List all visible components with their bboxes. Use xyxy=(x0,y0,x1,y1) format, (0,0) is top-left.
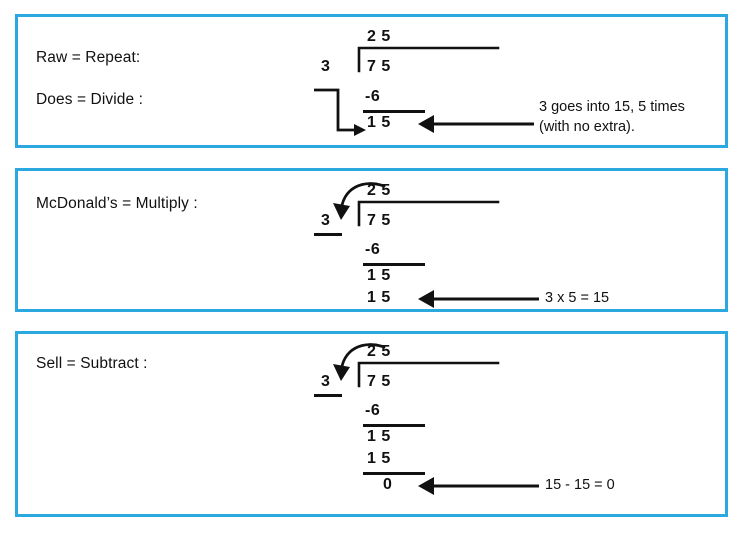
panel-2-product: 1 5 xyxy=(367,289,391,306)
panel-1-quotient: 2 5 xyxy=(367,28,391,45)
panel-1-division-bracket xyxy=(338,23,518,88)
panel-3-curved-multiply-arrow xyxy=(330,334,400,393)
panel-multiply: McDonald’s = Multiply : 2 5 3 7 5 -6 1 5… xyxy=(15,168,728,312)
panel-2-subtraction-rule xyxy=(363,263,425,266)
panel-3-dividend: 7 5 xyxy=(367,373,391,390)
panel-1-label-repeat: Raw = Repeat: xyxy=(36,49,141,66)
panel-2-note: 3 x 5 = 15 xyxy=(545,290,610,306)
panel-1-subtraction-rule xyxy=(363,110,425,113)
panel-2-remainder: 1 5 xyxy=(367,267,391,284)
panel-3-subtraction-rule-2 xyxy=(363,472,425,475)
panel-2-curved-multiply-arrow xyxy=(330,173,400,232)
panel-3-division-bracket xyxy=(338,338,518,403)
panel-2-label: McDonald’s = Multiply : xyxy=(36,195,198,212)
panel-3-remainder: 1 5 xyxy=(367,428,391,445)
panel-1-note: 3 goes into 15, 5 times (with no extra). xyxy=(539,99,685,135)
panel-3-callout-arrow xyxy=(416,473,541,504)
panel-2-subtrahend: -6 xyxy=(365,241,381,258)
panel-2-divisor: 3 xyxy=(321,212,331,229)
panel-subtract: Sell = Subtract : 2 5 3 7 5 -6 1 5 1 5 0 xyxy=(15,331,728,517)
panel-3-quotient: 2 5 xyxy=(367,343,391,360)
panel-3-product: 1 5 xyxy=(367,450,391,467)
panel-2-dividend: 7 5 xyxy=(367,212,391,229)
panel-3-result: 0 xyxy=(383,476,393,493)
panel-1-dividend: 7 5 xyxy=(367,58,391,75)
panel-1-remainder: 1 5 xyxy=(367,114,391,131)
panel-2-quotient: 2 5 xyxy=(367,182,391,199)
panel-3-subtraction-rule-1 xyxy=(363,424,425,427)
panel-3-divisor: 3 xyxy=(321,373,331,390)
panel-3-note: 15 - 15 = 0 xyxy=(545,477,615,493)
panel-2-callout-arrow xyxy=(416,286,541,317)
panel-2-divisor-underline xyxy=(314,233,342,236)
panel-2-division-bracket xyxy=(338,177,518,242)
panel-1-callout-arrow xyxy=(416,111,536,142)
panel-1-subtrahend: -6 xyxy=(365,88,381,105)
panel-3-divisor-underline xyxy=(314,394,342,397)
panel-divide: Raw = Repeat: Does = Divide : 2 5 3 7 5 … xyxy=(15,14,728,148)
panel-1-divisor: 3 xyxy=(321,58,331,75)
panel-1-bring-down-arrow xyxy=(312,74,382,149)
panel-3-subtrahend: -6 xyxy=(365,402,381,419)
panel-3-label: Sell = Subtract : xyxy=(36,355,148,372)
panel-1-label-divide: Does = Divide : xyxy=(36,91,144,108)
